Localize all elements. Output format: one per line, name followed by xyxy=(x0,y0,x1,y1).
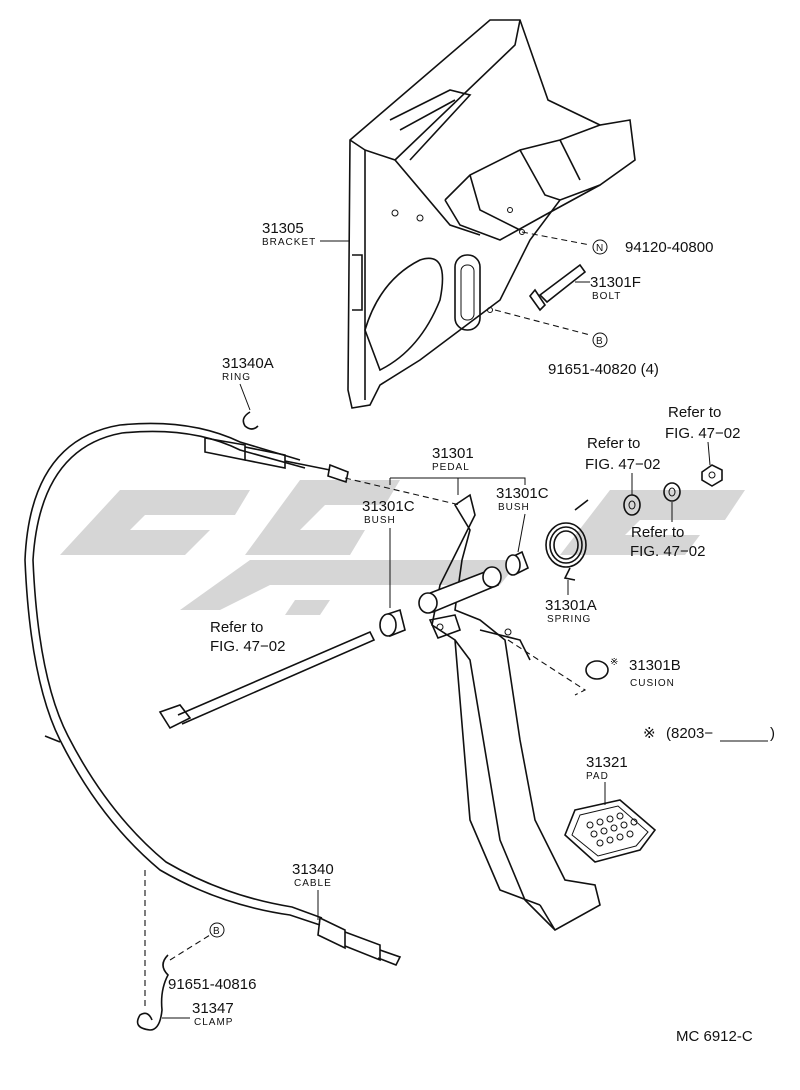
ring-leader xyxy=(239,383,251,411)
note-text: (8203− xyxy=(666,725,713,742)
bolt-b-code-circle xyxy=(592,332,608,348)
ref-washer-line1: Refer to xyxy=(631,524,684,541)
cusion-name: CUSION xyxy=(630,678,675,689)
ref-washer-line2: FIG. 47−02 xyxy=(630,543,705,560)
clamp-b-code-circle xyxy=(209,922,225,938)
bolt-num: 31301F xyxy=(590,274,641,291)
leader-bolt-b xyxy=(494,309,591,336)
clamp-name: CLAMP xyxy=(194,1017,233,1028)
bolt-b-num: 91651-40820 (4) xyxy=(548,361,659,378)
ring-num: 31340A xyxy=(222,355,274,372)
ring-name: RING xyxy=(222,372,251,383)
bracket-name: BRACKET xyxy=(262,237,316,248)
shaft-part xyxy=(158,630,376,730)
ref-top-right-line2: FIG. 47−02 xyxy=(665,425,740,442)
note-mark: ※ xyxy=(643,725,656,742)
pedal-boss xyxy=(418,566,502,614)
pedal-name: PEDAL xyxy=(432,462,470,473)
clamp-num: 31347 xyxy=(192,1000,234,1017)
ref-mid-line2: FIG. 47−02 xyxy=(585,456,660,473)
bush-left-num: 31301C xyxy=(362,498,415,515)
ref-shaft-line2: FIG. 47−02 xyxy=(210,638,285,655)
pad-num: 31321 xyxy=(586,754,628,771)
bolt-name: BOLT xyxy=(592,291,621,302)
pad-name: PAD xyxy=(586,771,609,782)
nut-code: N xyxy=(596,243,604,254)
figure-code: MC 6912-C xyxy=(676,1028,753,1045)
watermark-logo xyxy=(60,480,745,615)
nut-num: 94120-40800 xyxy=(625,239,713,256)
bush-left-part xyxy=(379,608,406,638)
bush-right-name: BUSH xyxy=(498,502,530,513)
pad-part xyxy=(564,799,657,863)
clamp-b-code: B xyxy=(213,926,221,937)
cable-name: CABLE xyxy=(294,878,332,889)
pedal-num: 31301 xyxy=(432,445,474,462)
pedal-leader xyxy=(389,477,526,495)
bush-right-part xyxy=(505,550,530,576)
clamp-b-num: 91651-40816 xyxy=(168,976,256,993)
spring-part xyxy=(545,499,589,581)
bush-right-leader xyxy=(517,513,526,553)
ring-part xyxy=(242,411,259,430)
bush-left-name: BUSH xyxy=(364,515,396,526)
bracket-part xyxy=(347,19,636,409)
nut-code-circle xyxy=(592,239,608,255)
leader-nut xyxy=(521,231,591,246)
cusion-mark: ※ xyxy=(610,657,619,668)
spring-num: 31301A xyxy=(545,597,597,614)
bolt-b-code: B xyxy=(596,336,604,347)
pedal-part xyxy=(428,493,601,931)
cusion-part xyxy=(507,639,609,696)
note-close: ) xyxy=(770,725,775,742)
bush-right-num: 31301C xyxy=(496,485,549,502)
ref-top-right-leader xyxy=(707,441,711,466)
bracket-num: 31305 xyxy=(262,220,304,237)
cable-part xyxy=(24,422,402,967)
ref-shaft-line1: Refer to xyxy=(210,619,263,636)
cable-num: 31340 xyxy=(292,861,334,878)
ref-mid-line1: Refer to xyxy=(587,435,640,452)
washer-parts xyxy=(623,464,723,516)
bolt-part xyxy=(528,263,587,312)
spring-name: SPRING xyxy=(547,614,591,625)
clamp-part xyxy=(136,870,211,1031)
ref-top-right-line1: Refer to xyxy=(668,404,721,421)
cusion-num: 31301B xyxy=(629,657,681,674)
